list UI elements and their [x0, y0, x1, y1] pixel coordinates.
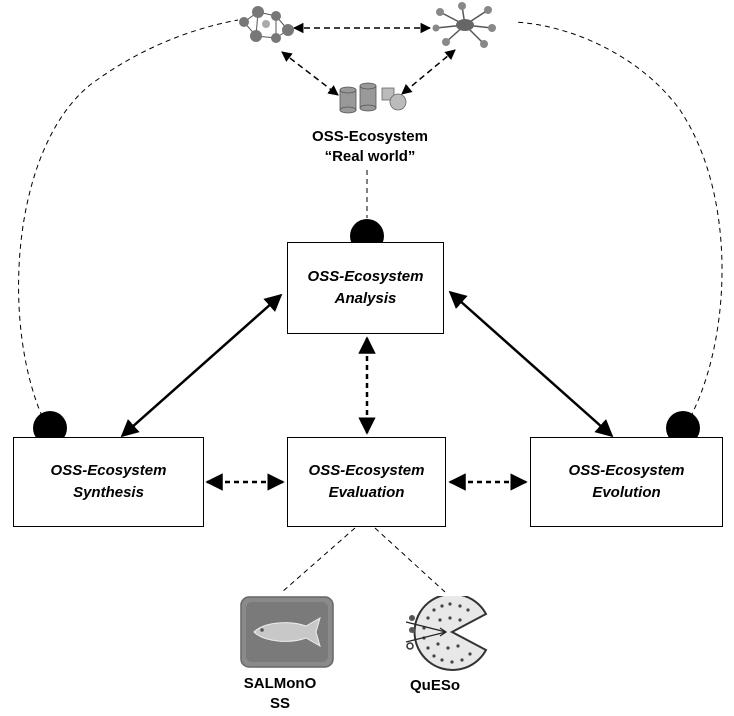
- arrow-analysis-synthesis: [120, 293, 283, 438]
- feedback-loop-left: [18, 19, 239, 426]
- synthesis-box-line1: OSS-Ecosystem: [50, 462, 167, 479]
- arrow-analysis-evolution: [448, 290, 614, 438]
- evaluation-box: OSS-Ecosystem Evaluation: [287, 437, 446, 527]
- node-evolution: [666, 411, 700, 445]
- queso-pacman-icon: [405, 596, 488, 671]
- evaluation-to-queso-link: [374, 527, 446, 593]
- evaluation-box-line2: Evaluation: [328, 484, 405, 501]
- realworld-title: OSS-Ecosystem: [312, 128, 428, 145]
- analysis-box: OSS-Ecosystem Analysis: [287, 242, 444, 334]
- realworld-arrow-right: [401, 49, 456, 95]
- database-icon: [339, 82, 407, 114]
- node-synthesis: [33, 411, 67, 445]
- evaluation-box-line1: OSS-Ecosystem: [308, 462, 425, 479]
- realworld-caption: OSS-Ecosystem “Real world”: [260, 127, 480, 167]
- salmon-fish-icon: [240, 596, 334, 668]
- synthesis-box-line2: Synthesis: [73, 484, 144, 501]
- feedback-loop-right: [514, 21, 723, 426]
- network-cluster-icon: [239, 6, 294, 43]
- queso-label: QuESo: [409, 677, 460, 694]
- evolution-box-line1: OSS-Ecosystem: [568, 462, 685, 479]
- salmonoss-label-line2: SS: [269, 695, 290, 712]
- analysis-box-line2: Analysis: [334, 290, 397, 307]
- evolution-box: OSS-Ecosystem Evolution: [530, 437, 723, 527]
- evaluation-to-salmonoss-link: [281, 527, 356, 593]
- salmonoss-caption: SALMonO SS: [230, 674, 330, 714]
- realworld-subtitle: “Real world”: [324, 148, 416, 165]
- evolution-box-line2: Evolution: [592, 484, 661, 501]
- salmonoss-label-line1: SALMonO: [243, 675, 317, 692]
- hub-network-icon: [432, 2, 496, 48]
- realworld-arrow-left: [281, 51, 339, 96]
- synthesis-box: OSS-Ecosystem Synthesis: [13, 437, 204, 527]
- queso-caption: QuESo: [395, 676, 475, 696]
- analysis-box-line1: OSS-Ecosystem: [307, 268, 424, 285]
